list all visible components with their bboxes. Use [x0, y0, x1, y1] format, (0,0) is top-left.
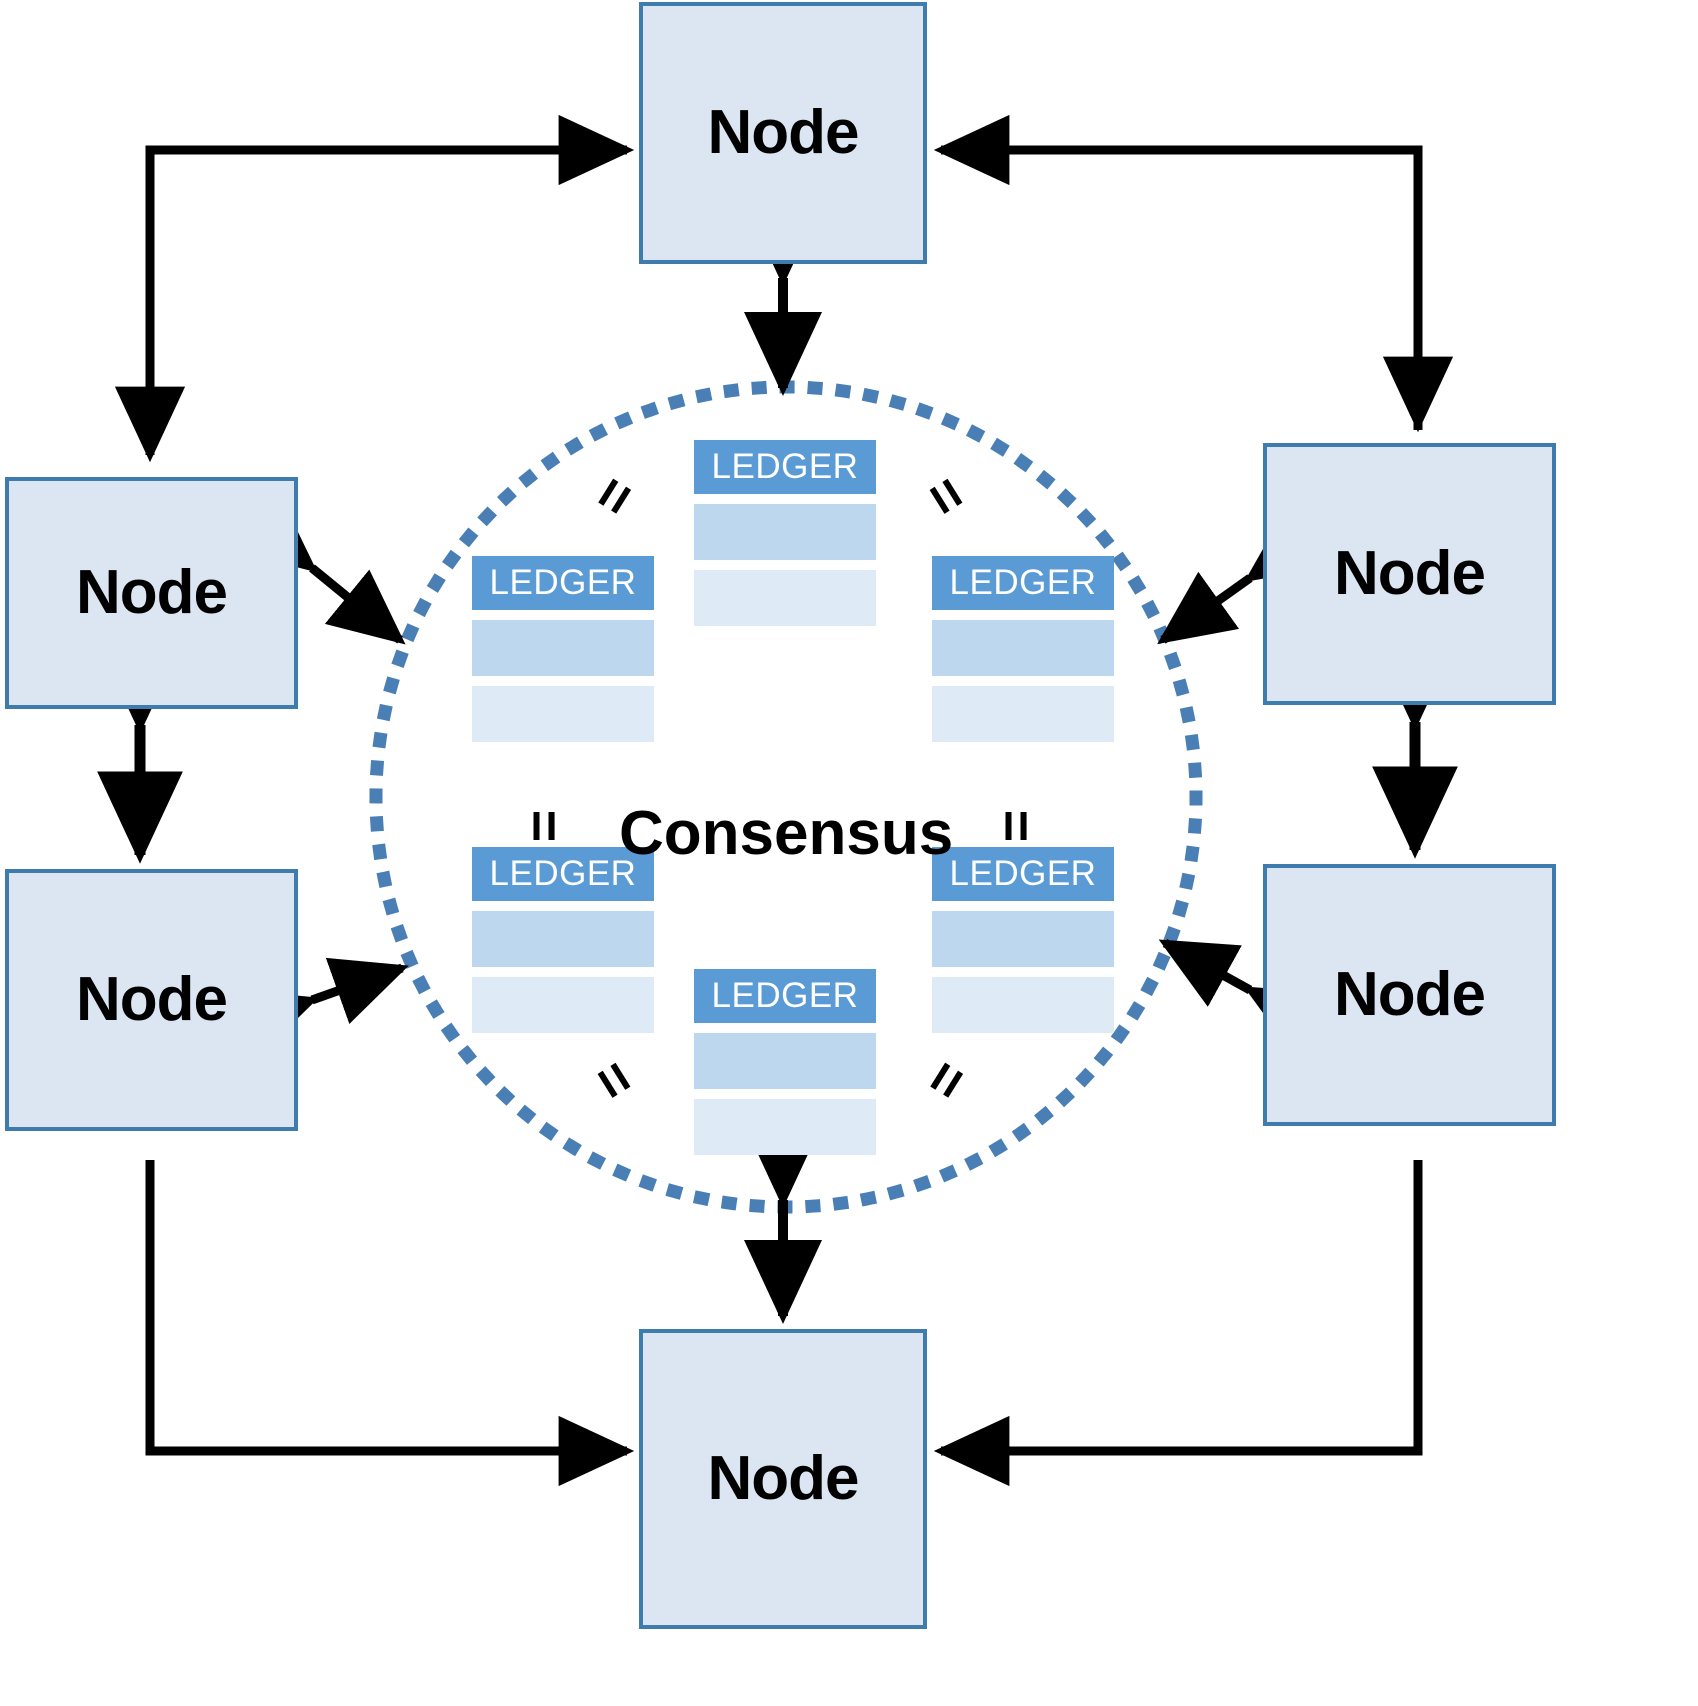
node-left-lower-label: Node [76, 965, 228, 1034]
ledger-upper-left[interactable]: LEDGER [472, 556, 654, 742]
ledger-top-row-1 [694, 504, 876, 560]
ledger-lower-right-header: LEDGER [932, 847, 1114, 901]
conn-topright-to-top [933, 114, 1423, 430]
ledger-bottom[interactable]: LEDGER [694, 969, 876, 1155]
node-top-label: Node [707, 98, 860, 167]
ledger-lower-right-row-1 [932, 911, 1114, 967]
ledger-lower-left-row-2 [472, 977, 654, 1033]
conn-rightlower-to-circle [1158, 939, 1327, 1054]
ledger-bottom-header: LEDGER [694, 969, 876, 1023]
node-left-lower[interactable]: Node [5, 869, 298, 1131]
node-right-lower[interactable]: Node [1263, 864, 1556, 1126]
ledger-lower-left-header: LEDGER [472, 847, 654, 901]
conn-topleft-to-top [145, 114, 635, 430]
ledger-lower-right-row-2 [932, 977, 1114, 1033]
ledger-upper-left-header: LEDGER [472, 556, 654, 610]
ledger-upper-left-row-2 [472, 686, 654, 742]
node-bottom-label: Node [707, 1444, 860, 1513]
ledger-top[interactable]: LEDGER [694, 440, 876, 626]
ledger-lower-right[interactable]: LEDGER [932, 847, 1114, 1033]
node-right-upper-label: Node [1334, 539, 1486, 608]
ledger-top-header: LEDGER [694, 440, 876, 494]
ledger-bottom-row-1 [694, 1033, 876, 1089]
ledger-lower-left[interactable]: LEDGER [472, 847, 654, 1033]
consensus-label: Consensus [619, 799, 954, 868]
ledger-upper-left-row-1 [472, 620, 654, 676]
equals-mark-mid-left: = [513, 809, 577, 843]
ledger-upper-right-header: LEDGER [932, 556, 1114, 610]
conn-leftupper-to-circle [236, 497, 406, 645]
node-bottom[interactable]: Node [639, 1329, 927, 1629]
ledger-bottom-row-2 [694, 1099, 876, 1155]
ledger-top-row-2 [694, 570, 876, 626]
ledger-upper-right[interactable]: LEDGER [932, 556, 1114, 742]
conn-leftlower-to-circle [235, 957, 409, 1056]
ledger-upper-right-row-1 [932, 620, 1114, 676]
ledger-upper-right-row-2 [932, 686, 1114, 742]
node-left-upper-label: Node [76, 558, 228, 627]
node-top[interactable]: Node [639, 2, 927, 264]
conn-rightupper-to-circle [1157, 509, 1327, 645]
conn-bottomright-to-bottom [933, 1160, 1423, 1487]
node-right-upper[interactable]: Node [1263, 443, 1556, 705]
node-right-lower-label: Node [1334, 960, 1486, 1029]
equals-mark-mid-right: = [985, 809, 1049, 843]
ledger-lower-left-row-1 [472, 911, 654, 967]
node-left-upper[interactable]: Node [5, 477, 298, 709]
conn-bottomleft-to-bottom [145, 1160, 635, 1487]
